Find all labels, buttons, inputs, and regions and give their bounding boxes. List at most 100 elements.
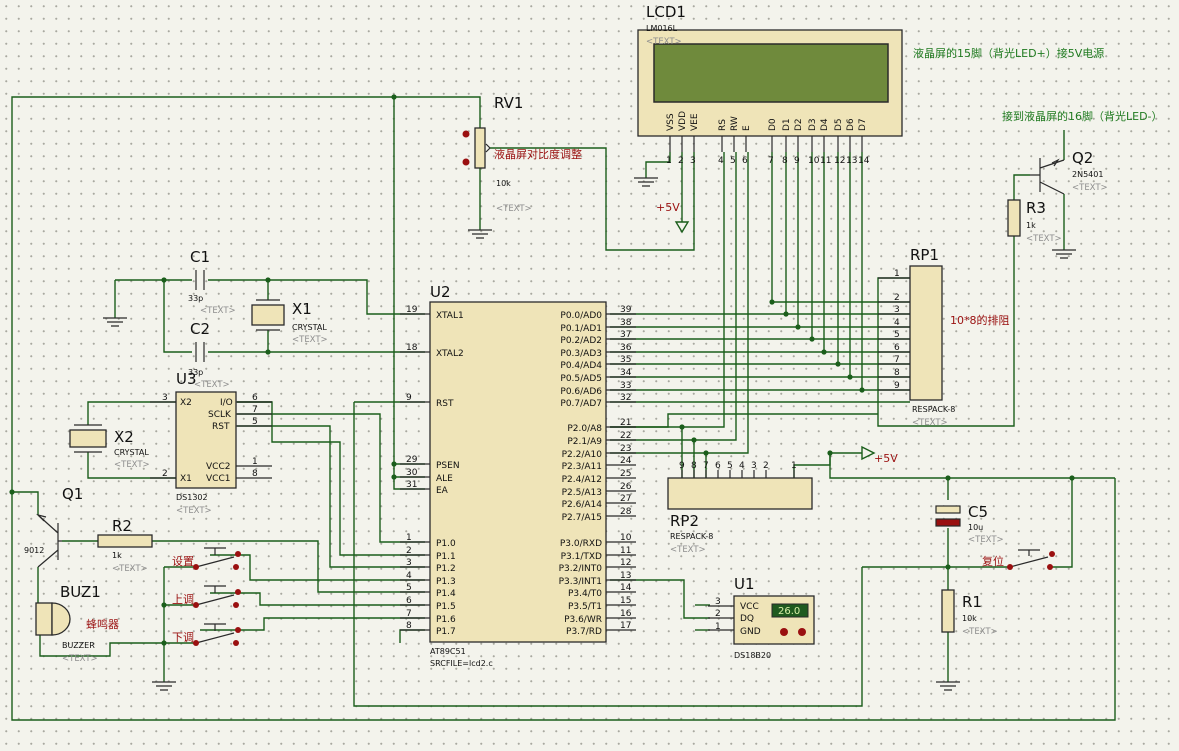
q1-part: 9012 <box>24 546 44 555</box>
u2-pin-name: P1.1 <box>436 552 456 562</box>
u2-pin-number: 13 <box>620 571 631 581</box>
u1-pin-1: 1 <box>715 622 721 632</box>
lcd-pin-number: 8 <box>782 156 788 166</box>
u2-pin-name: P0.2/AD2 <box>560 336 602 346</box>
down-button-label: 下调 <box>172 631 194 644</box>
x1-part: CRYSTAL <box>292 323 327 332</box>
lcd-pin-name: VEE <box>690 113 700 131</box>
u2-pin-number: 5 <box>406 583 412 593</box>
u1-ref: U1 <box>734 575 755 593</box>
lcd-pin-name: VSS <box>666 113 676 131</box>
c1-capacitor: C1 33p <TEXT> <box>188 248 236 316</box>
u2-pin-number: 12 <box>620 558 631 568</box>
u3-ds1302: U3 X2 3 X1 2 I/O 6 SCLK 7 RST 5 VCC2 1 V… <box>150 370 272 516</box>
rp1-pin-number: 8 <box>894 368 900 378</box>
c2-ref: C2 <box>190 320 210 338</box>
u2-pin-number: 23 <box>620 444 631 454</box>
lcd-pin-number: 14 <box>858 156 870 166</box>
button-contact <box>1047 564 1053 570</box>
temp-value: 26.0 <box>778 606 800 617</box>
u2-pin-name: P0.4/AD4 <box>560 361 602 371</box>
u2-pin-name: ALE <box>436 474 453 484</box>
set-button[interactable]: 设置 <box>172 547 241 570</box>
u2-pin-number: 26 <box>620 482 632 492</box>
u2-pin-number: 34 <box>620 368 632 378</box>
button-contact <box>1007 564 1013 570</box>
rp2-text: <TEXT> <box>670 545 706 555</box>
u2-pin-name: P1.0 <box>436 539 456 549</box>
rp1-text: <TEXT> <box>912 418 948 428</box>
x1-body <box>251 304 285 326</box>
r2-body <box>97 534 153 548</box>
lcd-ref: LCD1 <box>646 3 686 21</box>
junction <box>9 489 15 495</box>
q2-text: <TEXT> <box>1072 183 1108 193</box>
c2-capacitor: C2 33p <TEXT> <box>188 320 230 390</box>
button-contact <box>193 640 199 646</box>
u2-pin-number: 37 <box>620 330 631 340</box>
probe-dot <box>462 158 470 166</box>
junctions <box>9 94 1075 646</box>
lcd-part: LM016L <box>646 24 678 33</box>
u2-pin-number: 11 <box>620 546 631 556</box>
rv1-body <box>474 127 486 169</box>
ground-icon <box>936 681 960 691</box>
lcd-pin-number: 6 <box>742 156 748 166</box>
u2-pin-number: 9 <box>406 393 412 403</box>
rp2-part: RESPACK-8 <box>670 532 713 541</box>
c5-text: <TEXT> <box>968 535 1004 545</box>
lcd-pin-number: 2 <box>678 156 684 166</box>
c5-plate <box>935 518 961 527</box>
r2-value: 1k <box>112 551 122 560</box>
u2-pin-number: 10 <box>620 533 632 543</box>
button-contact <box>233 602 239 608</box>
junction <box>1069 475 1075 481</box>
junction <box>391 474 397 480</box>
u2-pin-number: 1 <box>406 533 412 543</box>
junction <box>391 94 397 100</box>
button-contact <box>233 564 239 570</box>
q2-transistor: Q2 2N5401 <TEXT> <box>1030 149 1108 195</box>
junction <box>161 277 167 283</box>
lcd-pin-name: D6 <box>846 118 856 131</box>
up-button-label: 上调 <box>172 593 194 606</box>
up-button[interactable]: 上调 <box>172 585 241 608</box>
rv1-text: <TEXT> <box>496 204 532 214</box>
r3-value: 1k <box>1026 221 1036 230</box>
x1-text: <TEXT> <box>292 335 328 345</box>
u2-pin-number: 14 <box>620 583 632 593</box>
ground-icon <box>152 681 176 691</box>
lcd-pin-number: 13 <box>846 156 857 166</box>
r1-text: <TEXT> <box>962 627 998 637</box>
x1-ref: X1 <box>292 300 312 318</box>
c5-value: 10u <box>968 523 983 532</box>
u3-pin-5: 5 <box>252 417 258 427</box>
u2-pin-number: 28 <box>620 507 632 517</box>
u2-pin-number: 24 <box>620 456 632 466</box>
r2-resistor: R2 1k <TEXT> <box>97 517 153 574</box>
x2-crystal: X2 CRYSTAL <TEXT> <box>69 424 150 470</box>
rp1-pin-number: 5 <box>894 330 900 340</box>
x1-crystal: X1 CRYSTAL <TEXT> <box>251 299 328 345</box>
reset-button[interactable]: 复位 <box>982 549 1055 570</box>
c1-ref: C1 <box>190 248 210 266</box>
rv1-potentiometer: RV1 液晶屏对比度调整 10k <TEXT> <box>462 94 582 214</box>
junction <box>945 564 951 570</box>
temp-display <box>771 603 809 618</box>
u2-pin-number: 29 <box>406 455 418 465</box>
u2-pin-number: 7 <box>406 609 412 619</box>
lcd-pin-number: 11 <box>820 156 831 166</box>
down-button[interactable]: 下调 <box>172 623 241 646</box>
button-contact <box>193 564 199 570</box>
u1-pin-vcc: VCC <box>740 602 759 612</box>
u2-pin-name: P0.5/AD5 <box>560 374 602 384</box>
lcd-pin-name: D4 <box>820 118 830 131</box>
c1-value: 33p <box>188 294 203 303</box>
button-icon[interactable] <box>780 628 788 636</box>
button-icon[interactable] <box>798 628 806 636</box>
u2-pin-number: 38 <box>620 318 632 328</box>
u2-pin-name: XTAL2 <box>436 349 464 359</box>
u2-pin-number: 22 <box>620 431 631 441</box>
